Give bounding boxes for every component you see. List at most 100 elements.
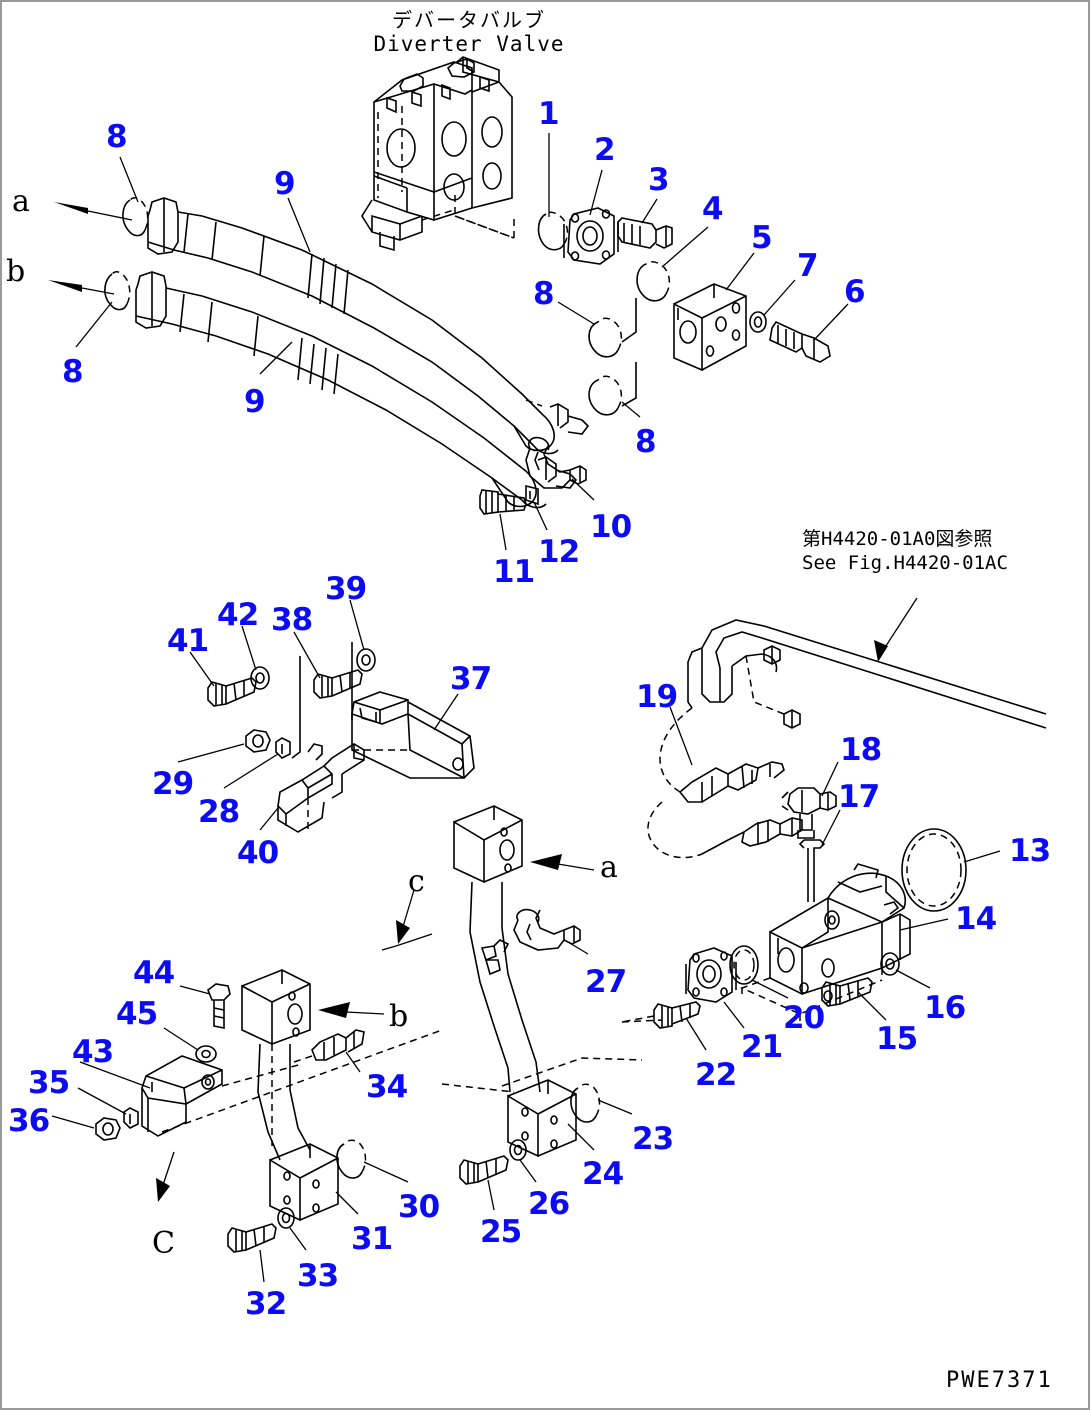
callout-number-22: 22 [695,1057,737,1093]
callout-number-19: 19 [636,679,678,715]
callout-number-12: 12 [538,534,580,570]
part-15-bolt [822,978,872,1006]
callout-number-6: 6 [844,274,866,310]
callout-number-21: 21 [741,1029,783,1065]
section-letter-C-lower: C [152,1226,175,1261]
part-42-washer [251,667,269,689]
part-20-oring [730,946,758,984]
callout-number-2: 2 [594,132,616,168]
part-23-oring [571,1084,600,1122]
callout-number-40: 40 [237,835,279,871]
part-45-washer [196,1046,216,1062]
callout-number-3: 3 [648,162,670,198]
callout-number-9: 9 [274,166,296,202]
reference-note: 第H4420-01A0図参照 See Fig.H4420-01AC [802,528,1008,576]
callout-number-8: 8 [62,354,84,390]
part-24-block [508,1080,576,1156]
callout-number-16: 16 [924,990,966,1026]
figure-title-en: Diverter Valve [373,32,565,57]
section-letter-b-mid: b [389,999,409,1034]
part-10-clamp [526,438,586,488]
part-17-plug [800,840,824,902]
callout-number-32: 32 [245,1286,287,1322]
part-36-nut [96,1118,120,1140]
part-28-washer [276,738,290,758]
figure-code: PWE7371 [946,1368,1053,1393]
figure-title: デバータバルブ Diverter Valve [354,8,584,58]
callout-number-7: 7 [797,248,819,284]
part-32-bolt [228,1224,276,1252]
reference-note-jp: 第H4420-01A0図参照 [802,528,993,550]
callout-number-8: 8 [635,424,657,460]
part-16-washer [881,953,899,975]
callout-number-11: 11 [493,554,535,590]
part-2-flange [564,208,618,264]
part-4-oring [637,262,669,301]
part-8-gasket-right-upper [589,318,621,357]
callout-number-10: 10 [590,509,632,545]
part-13-seal-ring [902,829,966,911]
part-5-block [674,284,746,370]
callout-number-39: 39 [325,571,367,607]
part-30-oring [337,1140,366,1178]
callout-number-34: 34 [366,1069,408,1105]
part-8-gasket-left-upper [123,198,148,236]
callout-number-4: 4 [702,191,724,227]
callout-number-8: 8 [106,119,128,155]
callout-number-35: 35 [28,1065,70,1101]
part-9-hose-lower [136,272,576,507]
part-38-bolt [314,670,362,698]
reference-note-en: See Fig.H4420-01AC [802,551,1008,574]
arrow-a-left [54,202,132,220]
part-21-flange [686,948,736,1002]
part-8-gasket-left-lower [105,272,130,310]
part-12-washer [526,486,538,504]
part-22-bolt [622,1002,700,1028]
callout-number-33: 33 [297,1258,339,1294]
callout-number-9: 9 [244,384,266,420]
center-block-b [242,970,310,1044]
arrow-C-lower [156,1152,174,1202]
diverter-valve-body [362,57,514,250]
part-43-bracket [142,1056,222,1136]
part-35-washer [124,1108,138,1128]
part-37-bracket [352,692,474,778]
callout-number-18: 18 [840,732,882,768]
callout-number-37: 37 [450,661,492,697]
part-44-bolt [208,984,230,1028]
callout-number-14: 14 [955,901,997,937]
hose-center-to-24 [470,882,540,1092]
callout-number-45: 45 [116,996,158,1032]
section-letter-a-left: a [12,184,30,219]
part-41-bolt [208,678,256,706]
part-9-hose-upper [148,198,588,453]
callout-number-27: 27 [585,964,627,1000]
arrow-c-mid [382,890,432,950]
arrow-b-left [48,280,114,294]
callout-number-26: 26 [528,1186,570,1222]
section-letter-a-mid: a [600,850,618,885]
section-letter-b-left: b [6,254,26,289]
callout-number-41: 41 [167,623,209,659]
center-block-a [454,806,522,882]
part-1-oring [539,212,568,250]
part-39-washer [357,649,375,671]
part-3-bolt [618,218,672,248]
hose-b-to-31 [258,1044,310,1160]
callout-number-38: 38 [271,602,313,638]
part-26-washer [510,1140,526,1160]
callout-number-5: 5 [751,220,773,256]
part-29-nut [246,730,270,752]
callout-number-36: 36 [8,1103,50,1139]
callout-number-44: 44 [133,955,175,991]
callout-number-17: 17 [838,779,880,815]
part-14-pump [742,864,910,1022]
arrow-b-mid [318,1002,384,1018]
part-7-washer [750,312,766,332]
part-18-elbow [782,788,836,838]
callout-number-13: 13 [1009,833,1051,869]
part-19-hose [648,620,1046,858]
section-letter-c-mid: c [408,864,425,899]
callout-number-28: 28 [198,794,240,830]
